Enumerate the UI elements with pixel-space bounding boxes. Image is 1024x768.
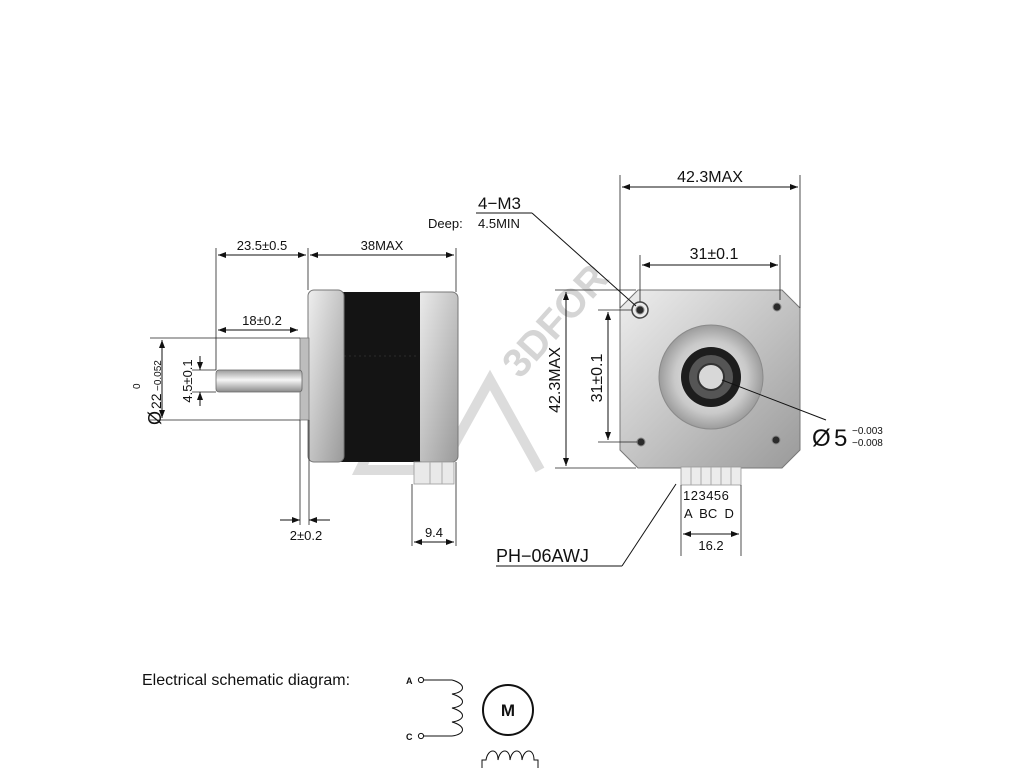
dim-boss-tol-upper: 0 xyxy=(132,383,143,389)
dim-height: 42.3MAX xyxy=(547,347,564,413)
dim-18: 18±0.2 xyxy=(242,313,282,328)
svg-text:Ø: Ø xyxy=(145,411,165,425)
shaft-end xyxy=(697,363,725,391)
pin-numbers: 123456 xyxy=(683,488,729,503)
dim-2: 2±0.2 xyxy=(290,528,322,543)
dim-shaft-diameter: 5 xyxy=(834,425,847,452)
terminal-c-label: C xyxy=(406,732,413,742)
dim-hole-spacing-h: 31±0.1 xyxy=(690,246,739,263)
dim-38max: 38MAX xyxy=(361,238,404,253)
shaft xyxy=(215,369,303,393)
rear-cap xyxy=(415,291,459,463)
motor-label: M xyxy=(501,701,515,720)
side-view: 23.5±0.5 38MAX 18±0.2 4.5±0.1 Ø 22 0 −0.… xyxy=(132,238,459,546)
svg-text:Ø: Ø xyxy=(812,425,831,452)
schematic: Electrical schematic diagram: A C M xyxy=(142,672,539,768)
thread-label: 4−M3 xyxy=(478,194,521,213)
front-cap xyxy=(307,289,345,463)
motor-symbol xyxy=(482,684,534,736)
dim-4-5: 4.5±0.1 xyxy=(180,359,195,402)
dim-shaft-tol-lower: −0.008 xyxy=(852,438,883,449)
connector-side xyxy=(413,461,455,485)
schematic-title: Electrical schematic diagram: xyxy=(142,672,350,689)
terminal-a-label: A xyxy=(406,676,413,686)
dim-shaft-tol-upper: −0.003 xyxy=(852,426,883,437)
deep-value: 4.5MIN xyxy=(478,216,520,231)
dim-boss-diameter: 22 xyxy=(148,393,164,409)
dim-hole-spacing-v: 31±0.1 xyxy=(589,353,606,402)
coil-ac xyxy=(451,679,463,737)
front-view: 42.3MAX 31±0.1 42.3MAX 31±0.1 4−M3 Deep:… xyxy=(428,169,883,567)
deep-label: Deep: xyxy=(428,216,463,231)
dim-boss-tol-lower: −0.052 xyxy=(153,360,164,391)
stator-stack xyxy=(340,292,420,462)
coil-bd xyxy=(481,750,539,768)
dim-width: 42.3MAX xyxy=(677,169,743,186)
connector-part-label: PH−06AWJ xyxy=(496,546,589,566)
dim-connector-width: 16.2 xyxy=(698,538,723,553)
dim-9-4: 9.4 xyxy=(425,525,443,540)
dim-23-5: 23.5±0.5 xyxy=(237,238,288,253)
pin-letters: A BC D xyxy=(684,506,734,521)
